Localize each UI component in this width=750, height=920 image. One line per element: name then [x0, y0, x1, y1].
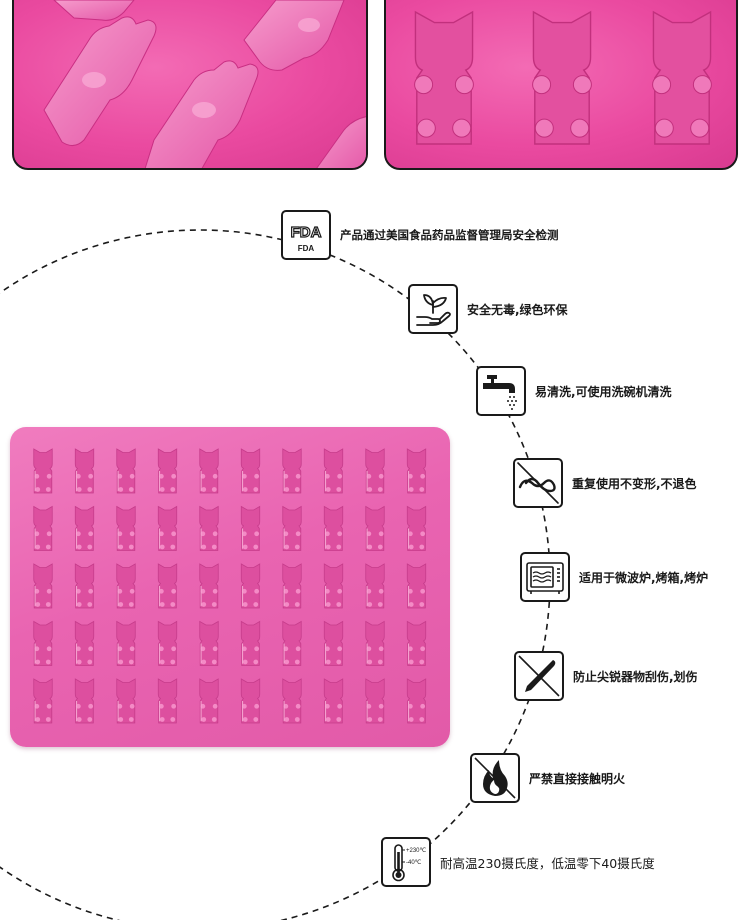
no-deform-icon	[513, 458, 563, 508]
bear-cavity	[282, 678, 302, 724]
bear-cavity	[282, 505, 302, 551]
bear-cavity	[406, 563, 427, 609]
feature-label: 防止尖锐器物刮伤,划伤	[573, 669, 698, 684]
bear-cavity	[199, 505, 219, 551]
bear-cavity	[365, 678, 385, 724]
no-knife-icon	[514, 651, 564, 701]
closeup-photo-topdown	[384, 0, 738, 170]
bear-cavity	[240, 505, 261, 551]
feature-label: 易清洗,可使用洗碗机清洗	[535, 384, 672, 399]
bear-cavity	[240, 448, 261, 494]
feature-label: 适用于微波炉,烤箱,烤炉	[579, 570, 709, 585]
feature-label: 严禁直接接触明火	[529, 771, 626, 786]
gummy-bear-mold-tray	[10, 427, 450, 747]
bear-cavity	[33, 678, 53, 724]
bear-cavity	[323, 505, 344, 551]
bear-cavity	[74, 505, 95, 551]
feature-reusable: 重复使用不变形,不退色	[513, 458, 697, 508]
bear-cavity	[33, 563, 53, 609]
bear-cavity	[157, 563, 178, 609]
fda-sub-text: FDA	[298, 244, 315, 253]
bear-cavity	[157, 620, 178, 666]
bear-cavity	[240, 563, 261, 609]
microwave-icon	[520, 552, 570, 602]
bear-cavity	[282, 563, 302, 609]
feature-label: 产品通过美国食品药品监督管理局安全检测	[340, 228, 559, 242]
bear-cavity	[116, 448, 136, 494]
bear-cavity	[199, 563, 219, 609]
bear-cavity	[74, 563, 95, 609]
bear-cavity	[199, 448, 219, 494]
bear-cavity	[33, 620, 53, 666]
feature-easy-clean: 易清洗,可使用洗碗机清洗	[476, 366, 672, 416]
fda-icon: FDA FDA	[281, 210, 331, 260]
no-fire-icon	[470, 753, 520, 803]
faucet-icon	[476, 366, 526, 416]
bear-cavity	[199, 678, 219, 724]
temp-high-text: +230℃	[406, 848, 427, 854]
bear-cavity	[74, 620, 95, 666]
feature-non-toxic: 安全无毒,绿色环保	[408, 284, 568, 334]
bear-cavity	[365, 620, 385, 666]
bear-cavity	[199, 620, 219, 666]
temp-low-text: -40℃	[406, 860, 422, 866]
bear-cavity	[365, 448, 385, 494]
bear-cavity	[157, 505, 178, 551]
bear-cavity	[74, 678, 95, 724]
bear-cavity	[406, 448, 427, 494]
closeup-photo-angled	[12, 0, 368, 170]
bear-cavity	[365, 563, 385, 609]
bear-cavity	[406, 678, 427, 724]
bear-cavity	[157, 678, 178, 724]
bear-cavity	[323, 563, 344, 609]
bear-cavity	[282, 448, 302, 494]
bear-cavity	[365, 505, 385, 551]
thermometer-icon: +230℃ -40℃	[381, 837, 431, 887]
bear-cavity	[116, 505, 136, 551]
bear-cavity	[33, 448, 53, 494]
fda-logo-text: FDA	[291, 224, 322, 241]
bear-cavity	[406, 620, 427, 666]
bear-cavity	[323, 620, 344, 666]
bear-cavity	[33, 505, 53, 551]
bear-cavity-closeup	[532, 10, 592, 145]
feature-label: 耐高温230摄氏度，低温零下40摄氏度	[440, 855, 655, 871]
feature-no-sharp-objects: 防止尖锐器物刮伤,划伤	[514, 651, 698, 701]
bear-cavity	[240, 620, 261, 666]
bear-cavity-closeup	[414, 10, 474, 145]
feature-fda-certified: FDA FDA 产品通过美国食品药品监督管理局安全检测	[281, 210, 559, 260]
feature-label: 安全无毒,绿色环保	[467, 302, 568, 317]
bear-cavity	[282, 620, 302, 666]
feature-no-open-flame: 严禁直接接触明火	[470, 753, 625, 803]
feature-oven-safe: 适用于微波炉,烤箱,烤炉	[520, 552, 708, 602]
plant-hand-icon	[408, 284, 458, 334]
bear-cavity	[240, 678, 261, 724]
feature-temperature-range: +230℃ -40℃ 耐高温230摄氏度，低温零下40摄氏度	[381, 837, 655, 887]
bear-cavity	[116, 563, 136, 609]
bear-cavity	[116, 678, 136, 724]
bear-cavity-closeup	[652, 10, 712, 145]
bear-cavity	[116, 620, 136, 666]
bear-cavity	[157, 448, 178, 494]
bear-cavity	[323, 448, 344, 494]
bear-cavity	[74, 448, 95, 494]
bear-cavity	[406, 505, 427, 551]
feature-label: 重复使用不变形,不退色	[572, 476, 697, 491]
bear-cavity	[323, 678, 344, 724]
